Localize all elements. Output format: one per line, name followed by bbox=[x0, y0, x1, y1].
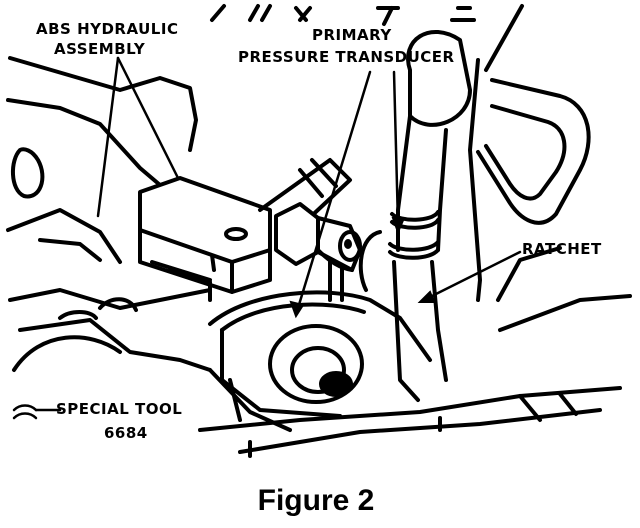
leader-lines bbox=[12, 56, 522, 420]
base-plate bbox=[198, 386, 622, 458]
valve-block bbox=[138, 176, 272, 294]
label-primary-pressure-transducer: PRIMARY PRESSURE TRANSDUCER bbox=[238, 26, 455, 66]
primary-label-line1: PRIMARY bbox=[312, 26, 392, 44]
abs-label-line1: ABS HYDRAULIC bbox=[36, 20, 178, 38]
ratchet-handle bbox=[358, 29, 472, 402]
label-ratchet: RATCHET bbox=[522, 240, 602, 258]
top-fragments bbox=[210, 4, 524, 72]
ratchet-label: RATCHET bbox=[522, 240, 602, 258]
label-abs-hydraulic-assembly: ABS HYDRAULIC ASSEMBLY bbox=[36, 20, 178, 58]
abs-label-line2: ASSEMBLY bbox=[54, 40, 146, 58]
abs-hydraulic-assembly-housing bbox=[6, 56, 216, 372]
figure-caption: Figure 2 bbox=[258, 484, 375, 517]
special-tool-label-line1: SPECIAL TOOL bbox=[56, 400, 182, 418]
label-special-tool: SPECIAL TOOL 6684 bbox=[56, 400, 182, 442]
transducer-connector bbox=[258, 158, 362, 302]
tool-loop bbox=[468, 58, 632, 332]
primary-label-line2: PRESSURE TRANSDUCER bbox=[238, 48, 455, 66]
special-tool-label-line2: 6684 bbox=[104, 424, 148, 442]
